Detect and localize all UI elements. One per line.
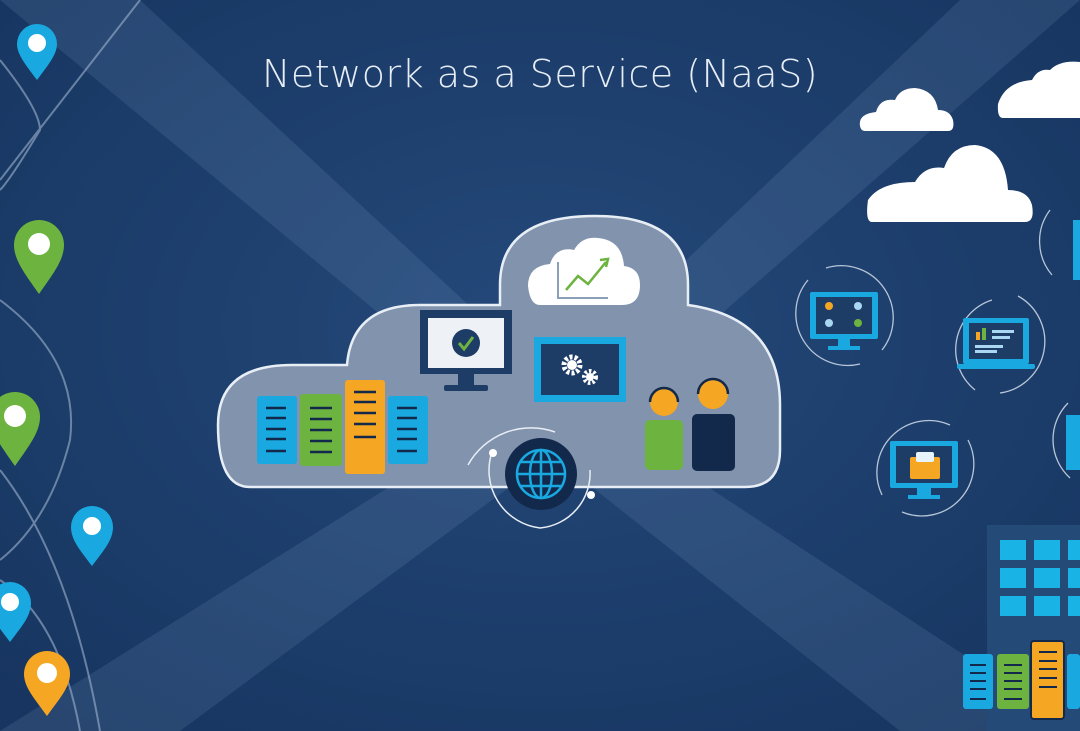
location-pin-icon [24,651,70,716]
partial-device-icons [1066,220,1080,470]
location-pin-icon [0,392,40,466]
page-title: Network as a Service (NaaS) [261,52,819,96]
location-pin-icon [14,220,64,294]
network-lines [0,0,141,731]
support-agent-icon [645,377,735,471]
server-rack-icon [963,640,1080,720]
gear-icon [534,337,626,402]
monitor-check-icon [420,310,512,391]
location-pin-icon [17,24,57,80]
location-pin-icon [71,506,113,566]
laptop-dashboard-icon [957,318,1035,369]
globe-icon [467,427,595,529]
location-pins [0,24,113,716]
chart-cloud-icon [528,237,640,305]
server-rack-icon [257,380,428,474]
orbit-rings [795,209,1071,517]
video-conference-icon [810,292,878,350]
email-monitor-icon [890,441,958,499]
location-pin-icon [0,582,31,642]
cloud-icon [859,61,1080,222]
